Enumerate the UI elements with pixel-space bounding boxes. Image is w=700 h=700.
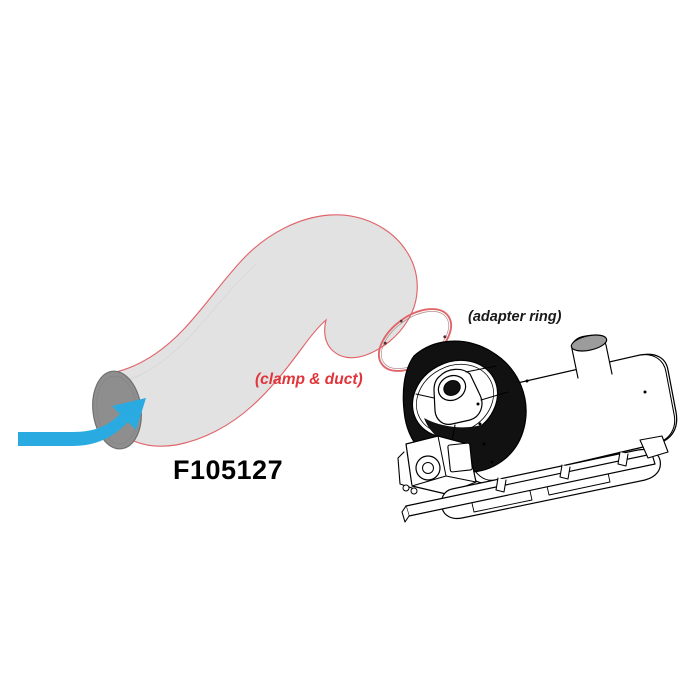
telescope-assembly (397, 334, 678, 523)
drive-bolt-1 (402, 484, 410, 492)
adapter-ring-screw-2 (443, 335, 447, 339)
focuser-assembly (415, 365, 509, 453)
fastener-dot (643, 390, 647, 394)
spider-vane-right (480, 391, 509, 401)
rail-lower-bar-end (401, 505, 410, 523)
rail-rear-clamp (639, 435, 669, 459)
rail-bracket-2 (559, 464, 571, 480)
drive-bolt-2 (410, 487, 418, 495)
fastener-dot (476, 402, 480, 406)
adapter-ring-screw-3 (399, 319, 403, 323)
fastener-dot (490, 460, 494, 464)
focuser-aperture-inner (443, 380, 461, 396)
fastener-dot (482, 442, 486, 446)
rail-bracket-3 (617, 451, 629, 467)
fastener-dot (478, 422, 482, 426)
mounting-rail (401, 435, 669, 523)
fastener-dot (525, 379, 529, 383)
adapter-ring-screw-1 (383, 341, 387, 345)
spider-vane-left (415, 393, 435, 399)
barrel-fasteners (476, 379, 647, 464)
airflow-arrow-shape (18, 398, 146, 446)
duct-body (108, 214, 418, 447)
top-port (570, 334, 613, 379)
drive-shaft-core (422, 462, 434, 474)
drive-panel (447, 442, 473, 473)
drive-housing-edge-2 (411, 475, 447, 487)
duct-seam (127, 263, 257, 381)
top-port-cap (570, 334, 608, 352)
rail-bracket-1 (495, 477, 507, 493)
airflow-arrow (18, 398, 146, 446)
drive-housing (397, 435, 477, 495)
spider-vane-upper (465, 365, 497, 373)
barrel-rear-cap (639, 354, 676, 444)
